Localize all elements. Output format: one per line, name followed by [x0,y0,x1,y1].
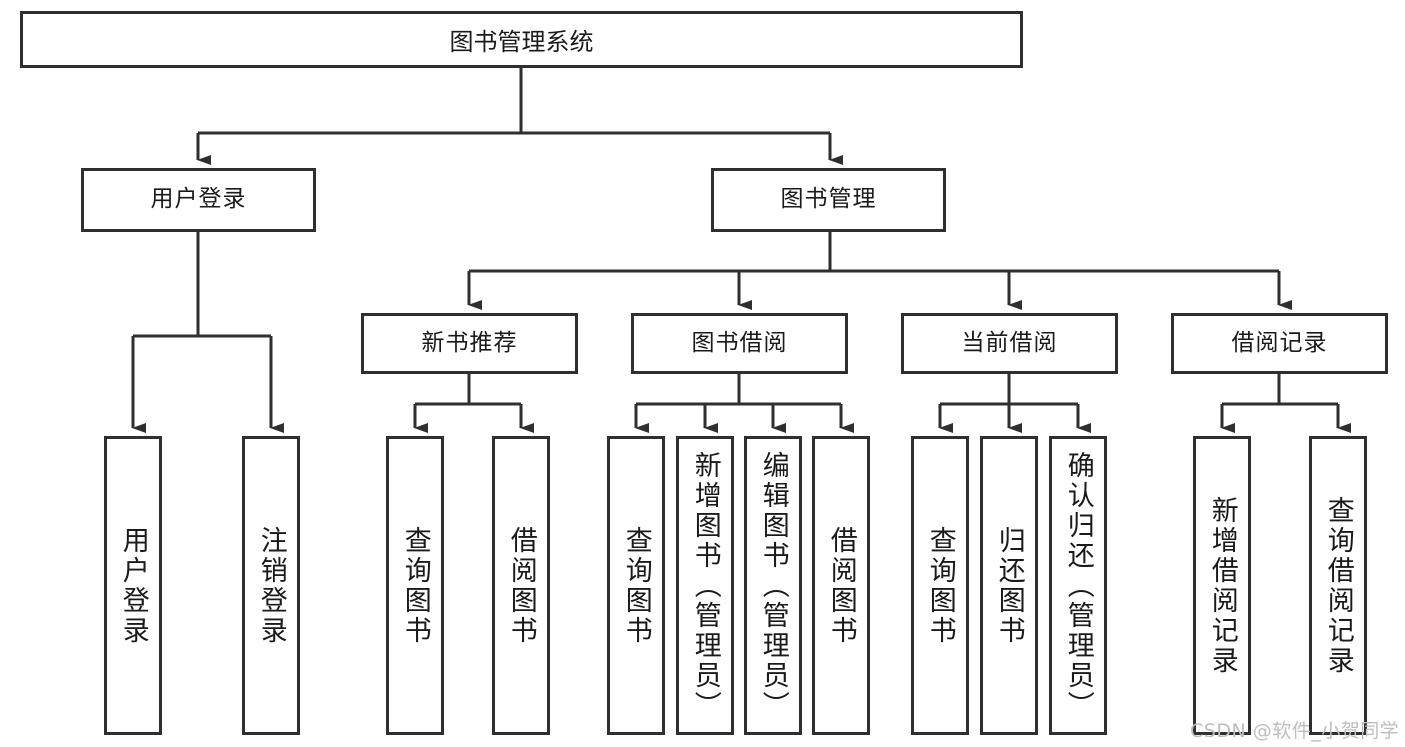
leaf-label: 借阅图书 [505,525,537,646]
leaf-label: 用户登录 [117,525,149,646]
leaf-user-login[interactable]: 用户登录 [104,436,162,735]
leaf-label: 查询图书 [620,525,652,646]
node-current-borrow[interactable]: 当前借阅 [901,313,1118,374]
leaf-borrow-book[interactable]: 借阅图书 [812,436,870,735]
node-book-management[interactable]: 图书管理 [711,168,946,232]
leaf-add-book-admin[interactable]: 新增图书（管理员） [676,436,734,735]
csdn-watermark: CSDN @软件_小贺同学 [1190,720,1400,742]
leaf-search-book-current[interactable]: 查询图书 [911,436,969,735]
node-label: 当前借阅 [961,329,1058,356]
leaf-label: 注销登录 [255,525,287,646]
leaf-label: 新增图书（管理员） [689,450,721,721]
node-book-borrow[interactable]: 图书借阅 [631,313,848,374]
leaf-label: 确认归还（管理员） [1062,450,1094,721]
node-label: 图书管理系统 [449,28,594,56]
leaf-search-borrow-record[interactable]: 查询借阅记录 [1309,436,1367,735]
leaf-add-borrow-record[interactable]: 新增借阅记录 [1193,436,1251,735]
leaf-label: 新增借阅记录 [1206,495,1238,676]
node-label: 图书借阅 [691,329,788,356]
node-borrow-record[interactable]: 借阅记录 [1171,313,1388,374]
leaf-confirm-return-admin[interactable]: 确认归还（管理员） [1049,436,1107,735]
leaf-label: 查询图书 [924,525,956,646]
node-user-login[interactable]: 用户登录 [81,168,316,232]
node-label: 图书管理 [780,186,877,213]
node-new-book-recommend[interactable]: 新书推荐 [361,313,578,374]
leaf-search-book-recommend[interactable]: 查询图书 [386,436,444,735]
node-label: 用户登录 [150,186,247,213]
leaf-user-logout[interactable]: 注销登录 [242,436,300,735]
leaf-borrow-book-recommend[interactable]: 借阅图书 [492,436,550,735]
leaf-return-book[interactable]: 归还图书 [980,436,1038,735]
leaf-label: 查询借阅记录 [1322,495,1354,676]
node-label: 借阅记录 [1231,329,1328,356]
leaf-label: 编辑图书（管理员） [757,450,789,721]
node-label: 新书推荐 [421,329,518,356]
node-root-book-management-system[interactable]: 图书管理系统 [20,11,1023,68]
leaf-search-book-borrow[interactable]: 查询图书 [607,436,665,735]
leaf-edit-book-admin[interactable]: 编辑图书（管理员） [744,436,802,735]
leaf-label: 借阅图书 [825,525,857,646]
leaf-label: 查询图书 [399,525,431,646]
leaf-label: 归还图书 [993,525,1025,646]
